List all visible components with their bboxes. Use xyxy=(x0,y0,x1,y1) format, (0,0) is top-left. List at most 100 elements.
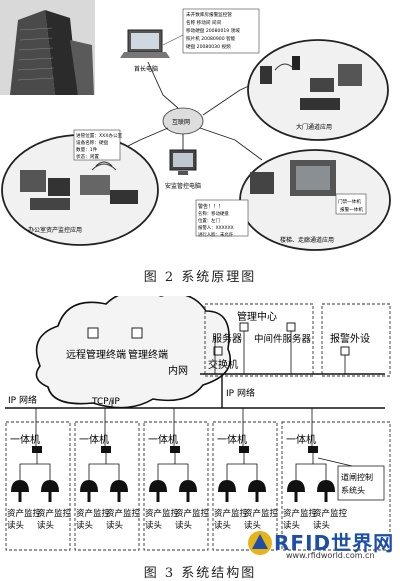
gate-control-label: 道闸控制 xyxy=(341,472,373,482)
allinone-device-icon xyxy=(101,446,111,453)
alarm-line-3: 位置：左门 xyxy=(198,217,220,224)
switch-label: 交换机 xyxy=(208,358,238,371)
door-label: 门禁一体机 xyxy=(338,198,361,205)
reader-head-icon xyxy=(41,480,59,492)
monitor-computer-node: 安监管控电脑 xyxy=(165,149,201,190)
reader-label-line2: 读头 xyxy=(313,520,331,531)
reader-head-icon xyxy=(149,480,167,492)
office-line-2: 设备名称：硬盘 xyxy=(76,139,109,146)
office-line-1: 进管位置：XXX办公室 xyxy=(76,132,123,139)
alert-info-box: 未开数库房报警监控管 名称 移动间 间间 移动硬盘 20080019 领域 照片… xyxy=(182,8,260,54)
monitor-label: 安监管控电脑 xyxy=(165,182,201,190)
middleware-server-label: 中间件服务器 xyxy=(254,333,312,345)
computer-label: 首长电脑 xyxy=(134,65,158,73)
alert-line-4: 照片机 20080900 智能 xyxy=(186,35,236,42)
figure-3-caption: 图 3 系统结构图 xyxy=(143,566,257,581)
allinone-label: 一体机 xyxy=(148,433,178,446)
alert-line-2: 名称 移动间 间间 xyxy=(186,19,221,26)
group-box xyxy=(212,421,278,551)
allinone-label: 一体机 xyxy=(10,433,40,446)
mgmt-center-title: 管理中心 xyxy=(237,310,277,323)
reader-label-line2: 读头 xyxy=(175,520,193,531)
tcpip-label: TCP/IP xyxy=(91,397,120,407)
group-box xyxy=(143,421,209,551)
reader-label: 资产监控 xyxy=(145,508,180,519)
alarm-line-5: 进行人脸：未允许 xyxy=(198,231,234,238)
system-structure-diagram: 远程管理终端 管理终端 内网 管理中心 服务器 中间件服务器 交换机 报警外设 … xyxy=(5,296,391,551)
reader-label-line2: 读头 xyxy=(76,520,94,531)
internet-hub: 互联网 xyxy=(162,107,204,135)
gate-control-box xyxy=(337,465,385,501)
alarm-device-label: 报警一体机 xyxy=(340,206,363,213)
reader-label-line2: 读头 xyxy=(37,520,55,531)
reader-label: 资产监控 xyxy=(76,508,111,519)
gate-passage-group: 大门通道应用 xyxy=(247,39,389,141)
computer-node: 首长电脑 xyxy=(120,29,170,73)
reader-label: 资产监控 xyxy=(7,508,42,519)
reader-label: 资产监控 xyxy=(313,508,348,519)
reader-label: 资产监控 xyxy=(244,508,279,519)
allinone-device-icon xyxy=(170,446,180,453)
alarm-line-4: 报警人：XXXXXX xyxy=(198,224,234,231)
alert-line-5: 硬盘 20080030 视频 xyxy=(186,43,231,50)
network-cloud: 远程管理终端 管理终端 内网 xyxy=(35,296,231,409)
reader-label-line2: 读头 xyxy=(283,520,301,531)
reader-head-icon xyxy=(287,480,305,492)
allinone-label: 一体机 xyxy=(79,433,109,446)
alert-line-3: 移动硬盘 20080019 领域 xyxy=(186,27,240,34)
office-line-4: 状态：闲置 xyxy=(76,153,99,160)
allinone-device-icon xyxy=(308,446,318,453)
alarm-line-2: 名称：移动硬盘 xyxy=(198,210,229,217)
system-principle-diagram: 首长电脑 未开数库房报警监控管 名称 移动间 间间 移动硬盘 20080019 … xyxy=(0,0,391,251)
server-label: 服务器 xyxy=(212,332,242,345)
mgmt-terminal-label: 管理终端 xyxy=(128,348,168,361)
management-center: 管理中心 服务器 中间件服务器 交换机 xyxy=(204,303,314,377)
reader-label: 资产监控 xyxy=(175,508,210,519)
reader-head-icon xyxy=(11,480,29,492)
reader-head-icon xyxy=(110,480,128,492)
building-photo xyxy=(0,0,95,95)
reader-head-icon xyxy=(80,480,98,492)
reader-label: 资产监控 xyxy=(214,508,249,519)
reader-label-line2: 读头 xyxy=(214,520,232,531)
allinone-device-icon xyxy=(32,446,42,453)
office-line-3: 数量：1件 xyxy=(76,146,98,153)
group-box xyxy=(74,421,140,551)
rfid-logo-icon xyxy=(248,531,272,555)
office-app-label: 办公室资产监控应用 xyxy=(28,226,82,234)
internet-label: 互联网 xyxy=(172,118,190,126)
alert-line-1: 未开数库房报警监控管 xyxy=(186,11,232,18)
remote-terminal-label: 远程管理终端 xyxy=(66,348,126,361)
group-box xyxy=(281,421,391,551)
alarm-peripheral-label: 报警外设 xyxy=(330,332,370,345)
reader-label: 资产监控 xyxy=(283,508,318,519)
reader-head-icon xyxy=(317,480,335,492)
corridor-passage-group: 门禁一体机 报警一体机 警告！！！ 名称：移动硬盘 位置：左门 报警人：XXXX… xyxy=(195,149,391,251)
reader-head-icon xyxy=(218,480,236,492)
reader-label: 资产监控 xyxy=(37,508,72,519)
reader-label-line2: 读头 xyxy=(7,520,25,531)
watermark-brand: RFID世界网 xyxy=(274,531,395,555)
alarm-peripheral: 报警外设 xyxy=(321,303,391,377)
reader-label-line2: 读头 xyxy=(106,520,124,531)
reader-head-icon xyxy=(248,480,266,492)
intranet-label: 内网 xyxy=(168,364,188,377)
watermark-url: www.rfidworld.com.cn xyxy=(286,551,375,560)
allinone-label: 一体机 xyxy=(286,433,316,446)
terminal-groups: 一体机资产监控读头资产监控读头一体机资产监控读头资产监控读头一体机资产监控读头资… xyxy=(5,408,391,551)
figure-2-caption: 图 2 系统原理图 xyxy=(143,270,257,285)
office-asset-group: 进管位置：XXX办公室 设备名称：硬盘 数量：1件 状态：闲置 办公室资产监控应… xyxy=(1,129,159,246)
alarm-line-1: 警告！！！ xyxy=(198,203,223,210)
reader-head-icon xyxy=(179,480,197,492)
corridor-app-label: 楼梯、走廊通道应用 xyxy=(280,236,334,244)
ip-network-mid-label: IP 网络 xyxy=(226,387,255,399)
gate-control-label-line2: 系统头 xyxy=(341,485,365,495)
reader-label-line2: 读头 xyxy=(145,520,163,531)
allinone-label: 一体机 xyxy=(217,433,247,446)
reader-label: 资产监控 xyxy=(106,508,141,519)
